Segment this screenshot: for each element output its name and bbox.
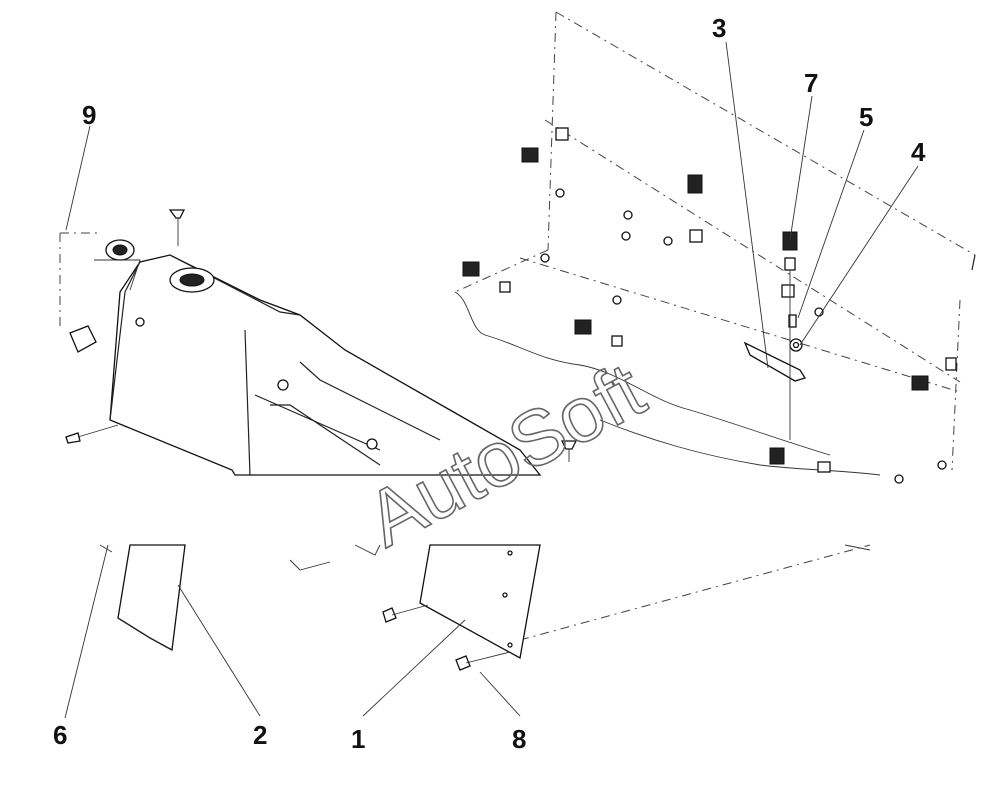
lower-panels — [99, 440, 871, 671]
callout-labels: 3 7 5 4 9 6 2 1 8 — [53, 13, 926, 754]
callout-7: 7 — [804, 68, 818, 98]
callout-8: 8 — [512, 724, 526, 754]
callout-9: 9 — [82, 100, 96, 130]
callout-1: 1 — [351, 724, 365, 754]
callout-2: 2 — [253, 720, 267, 750]
left-console — [59, 209, 542, 476]
callout-3: 3 — [712, 13, 726, 43]
lock-bracket — [743, 257, 807, 440]
callout-4: 4 — [911, 137, 926, 167]
panel-clips — [462, 127, 957, 484]
callout-5: 5 — [859, 102, 873, 132]
leader-lines — [64, 41, 919, 719]
callout-6: 6 — [53, 720, 67, 750]
